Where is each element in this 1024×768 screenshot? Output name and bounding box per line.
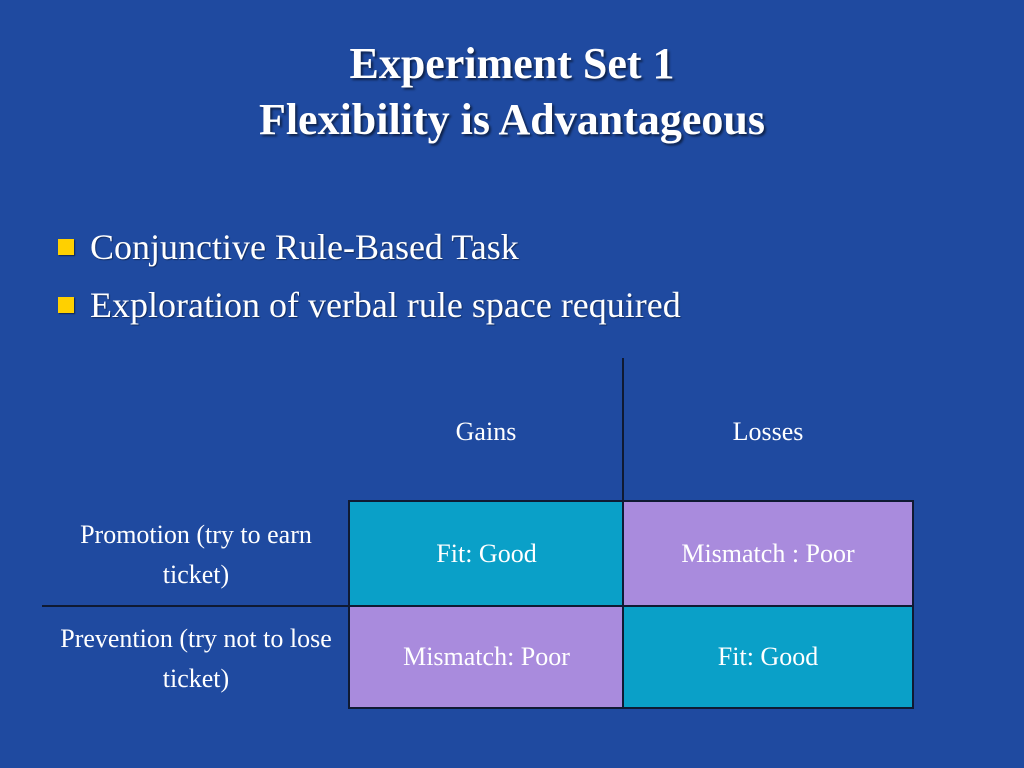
bullet-text: Conjunctive Rule-Based Task <box>90 227 519 267</box>
bullet-item: Exploration of verbal rule space require… <box>58 276 681 334</box>
bullet-item: Conjunctive Rule-Based Task <box>58 218 681 276</box>
vertical-divider <box>622 358 624 502</box>
title-line-1: Experiment Set 1 <box>349 39 675 88</box>
cell-prevention-gains: Mismatch: Poor <box>348 605 625 709</box>
bullet-text: Exploration of verbal rule space require… <box>90 285 681 325</box>
title-line-2: Flexibility is Advantageous <box>258 95 766 144</box>
cell-promotion-losses: Mismatch : Poor <box>622 500 914 608</box>
cell-prevention-losses: Fit: Good <box>622 605 914 709</box>
square-bullet-icon <box>58 297 74 313</box>
cell-promotion-gains: Fit: Good <box>348 500 625 608</box>
square-bullet-icon <box>58 239 74 255</box>
column-header-gains: Gains <box>455 417 517 446</box>
row-label-promotion: Promotion (try to earn ticket) <box>80 520 312 589</box>
horizontal-divider <box>42 605 350 607</box>
column-header-losses: Losses <box>732 417 804 446</box>
row-label-prevention: Prevention (try not to lose ticket) <box>60 624 332 693</box>
bullet-list: Conjunctive Rule-Based Task Exploration … <box>58 218 681 334</box>
slide-title: Experiment Set 1 Flexibility is Advantag… <box>0 36 1024 148</box>
